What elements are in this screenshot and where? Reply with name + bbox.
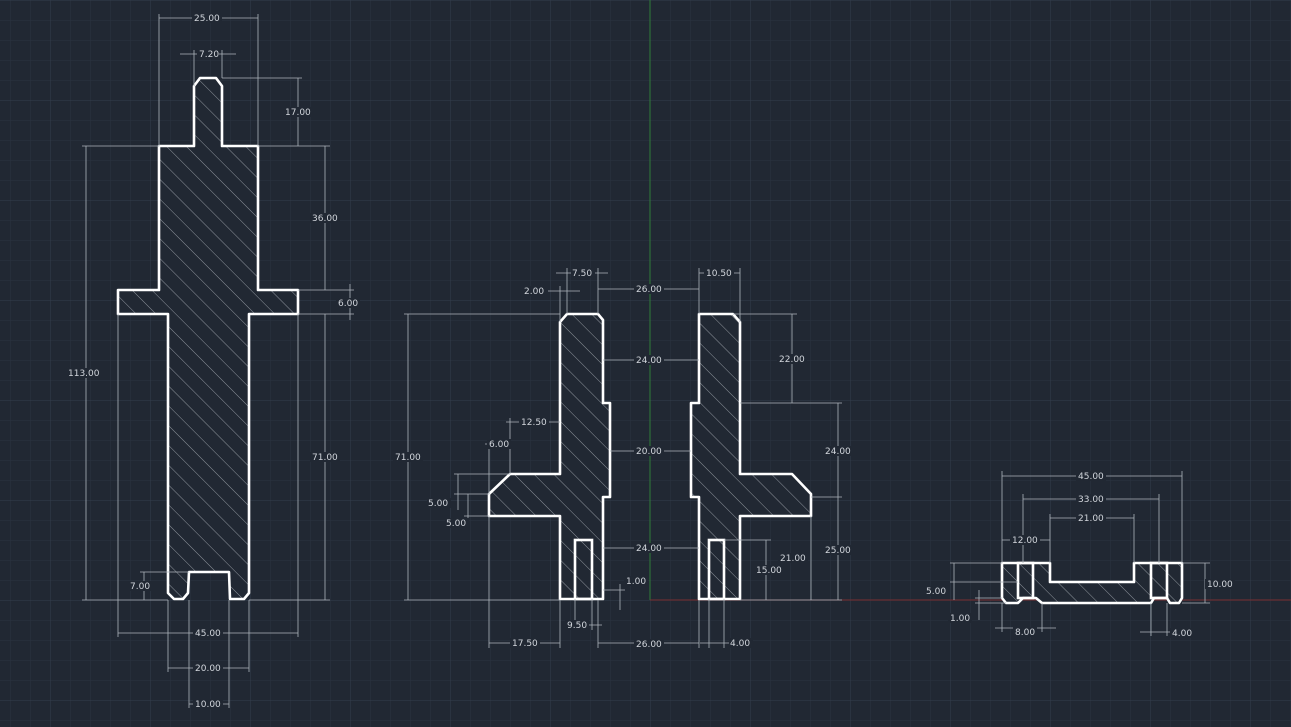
part3-profile[interactable] xyxy=(689,312,813,601)
dim-label: 20.00 xyxy=(195,664,221,674)
dim-label: 5.00 xyxy=(428,499,448,509)
part1-dim-labels: 25.00 7.20 17.00 36.00 6.00 113.00 71.00… xyxy=(66,13,360,710)
dim-label: 7.20 xyxy=(199,50,219,60)
dim-label: 1.00 xyxy=(950,614,970,624)
dim-label: 22.00 xyxy=(779,355,805,365)
dim-label: 20.00 xyxy=(636,447,662,457)
part1-profile[interactable] xyxy=(116,76,300,601)
dim-label: 7.50 xyxy=(572,269,592,279)
dim-label: 24.00 xyxy=(636,356,662,366)
dim-label: 25.00 xyxy=(825,546,851,556)
part3-dimensions xyxy=(698,268,842,648)
dim-label: 45.00 xyxy=(1078,472,1104,482)
dim-label: 113.00 xyxy=(68,369,100,379)
part2-dimensions xyxy=(404,268,625,648)
part4-profile[interactable] xyxy=(1000,561,1184,605)
dim-label: 5.00 xyxy=(926,587,946,597)
dim-label: 15.00 xyxy=(756,566,782,576)
dim-label: 21.00 xyxy=(780,554,806,564)
dim-label: 4.00 xyxy=(730,639,750,649)
part4-dim-labels: 45.00 33.00 21.00 12.00 10.00 5.00 1.00 … xyxy=(924,471,1235,639)
dim-label: 71.00 xyxy=(395,453,421,463)
dim-label: 9.50 xyxy=(567,621,587,631)
part4-dimensions xyxy=(950,471,1210,636)
dim-label: 33.00 xyxy=(1078,495,1104,505)
dim-label: 26.00 xyxy=(636,640,662,650)
dim-label: 21.00 xyxy=(1078,514,1104,524)
dim-label: 1.00 xyxy=(626,577,646,587)
dim-label: 45.00 xyxy=(195,629,221,639)
dim-label: 10.50 xyxy=(706,269,732,279)
dim-label: 6.00 xyxy=(489,440,509,450)
dim-label: 10.00 xyxy=(1207,580,1233,590)
between-dim-labels: 26.00 24.00 20.00 24.00 26.00 xyxy=(634,284,664,650)
dim-label: 71.00 xyxy=(312,453,338,463)
dim-label: 17.50 xyxy=(512,639,538,649)
dim-label: 17.00 xyxy=(285,108,311,118)
dim-label: 12.00 xyxy=(1012,536,1038,546)
dim-label: 2.00 xyxy=(524,287,544,297)
dim-label: 12.50 xyxy=(521,418,547,428)
dim-label: 26.00 xyxy=(636,285,662,295)
dim-label: 10.00 xyxy=(195,700,221,710)
dim-label: 6.00 xyxy=(338,299,358,309)
dim-label: 7.00 xyxy=(130,582,150,592)
part2-dim-labels: 7.50 2.00 71.00 12.50 6.00 5.00 5.00 9.5… xyxy=(393,268,648,649)
dim-label: 5.00 xyxy=(446,519,466,529)
dim-label: 8.00 xyxy=(1015,628,1035,638)
dim-label: 25.00 xyxy=(194,14,220,24)
dim-label: 24.00 xyxy=(825,447,851,457)
part3-dim-labels: 10.50 22.00 24.00 25.00 21.00 15.00 4.00 xyxy=(704,268,853,649)
dim-label: 4.00 xyxy=(1172,629,1192,639)
dim-label: 24.00 xyxy=(636,544,662,554)
dim-label: 36.00 xyxy=(312,214,338,224)
